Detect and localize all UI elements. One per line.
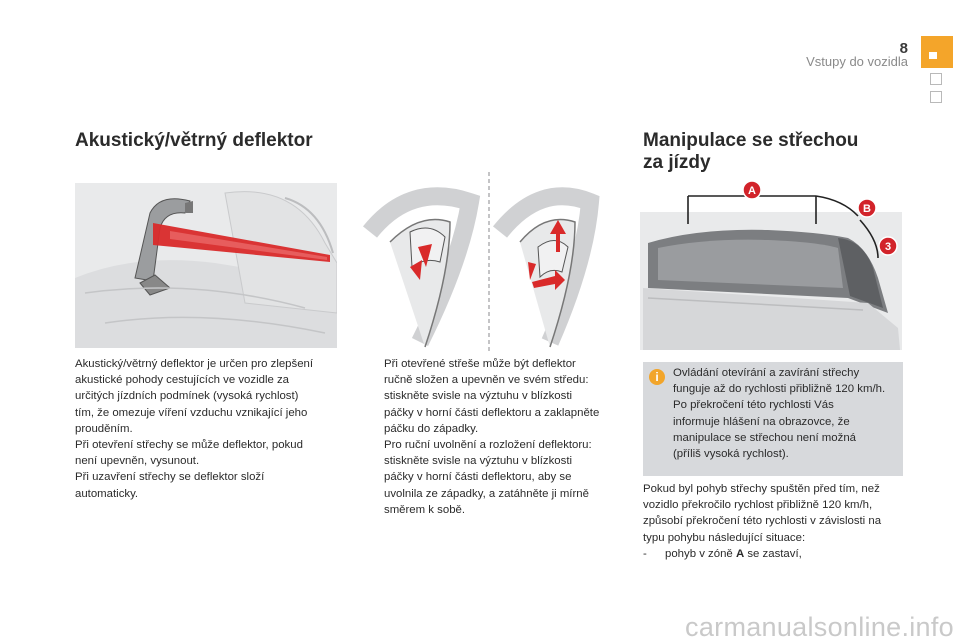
section-tab[interactable] [930,91,942,103]
text-line: způsobí překročení této rychlosti v závi… [643,515,882,528]
text-line: Při otevřené střeše může být deflektor [384,358,576,370]
text-line: vozidlo překročilo rychlost přibližně 12… [643,499,873,512]
list-text: se zastaví, [747,547,802,560]
title-line: Manipulace se střechou [643,130,859,151]
info-text: Ovládání otevírání a zavírání střechy fu… [673,365,901,462]
roof-illustration: A B 3 [638,178,906,350]
list-item: - pohyb v zóně A se zastaví, [643,546,911,562]
left-section-title: Akustický/větrný deflektor [75,130,313,151]
text-line: manipulace se střechou není možná [673,431,856,444]
watermark: carmanualsonline.info [0,612,960,643]
text-line: Pro ruční uvolnění a rozložení deflektor… [384,439,592,452]
bullet-item: Pro ruční uvolnění a rozložení deflektor… [360,437,620,518]
callout-3-label: 3 [885,241,891,253]
info-box: i Ovládání otevírání a zavírání střechy … [643,362,903,476]
info-icon: i [649,369,665,385]
callout-b-icon [857,198,877,218]
roof-drawing: A B 3 [640,180,902,350]
text-line: automaticky. [75,487,139,500]
callout-a-label: A [748,185,756,197]
section-tab[interactable] [930,73,942,85]
deflector-drawing [75,191,337,348]
text-line: páčky v horní části deflektoru, aby se [384,471,572,484]
text-line: typu pohybu následující situace: [643,531,806,544]
left-paragraph: Akustický/větrný deflektor je určen pro … [75,356,345,502]
list-text: pohyb v zóně [665,547,733,560]
right-paragraph: Pokud byl pohyb střechy spuštěn před tím… [643,481,911,562]
deflector-detail-illustration [350,172,608,352]
bullet-icon [360,437,384,518]
section-tab-active[interactable] [921,36,953,68]
dash-mark: - [643,547,647,560]
text-line: Pokud byl pohyb střechy spuštěn před tím… [643,483,880,495]
text-line: Akustický/větrný deflektor je určen pro … [75,358,314,370]
right-section-title: Manipulace se střechou za jízdy [643,130,858,174]
page-number: 8 [899,40,908,57]
deflector-detail-drawing [362,172,600,352]
callout-b-label: B [863,203,871,215]
text-line: Po překročení této rychlosti Vás [673,399,834,412]
section-title: Vstupy do vozidla [806,54,908,69]
text-line: páčky v horní části deflektoru a zaklapn… [384,406,600,419]
callout-a-icon [742,180,762,200]
bullet-icon [360,356,384,437]
text-line: Ovládání otevírání a zavírání střechy [673,367,860,379]
text-line: prouděním. [75,422,133,435]
watermark-text: carmanualsonline.info [685,612,954,642]
text-line: informuje hlášení na obrazovce, že [673,415,850,428]
text-line: určitých jízdních podmínek (vysoká rychl… [75,390,299,403]
bullet-item: Při otevřené střeše může být deflektor r… [360,356,620,437]
text-line: stiskněte svisle na výztuhu v blízkosti [384,455,573,468]
text-line: (příliš vysoká rychlost). [673,448,789,461]
text-line: není upevněn, vysunout. [75,455,200,468]
title-line: za jízdy [643,152,711,173]
text-line: uvolnila ze západky, a zatáhněte ji mírn… [384,487,589,500]
text-line: tím, že omezuje víření vzduchu vznikajíc… [75,406,308,419]
text-line: Při otevření střechy se může deflektor, … [75,439,303,452]
text-line: páčku do západky. [384,422,479,435]
text-line: ručně složen a upevněn ve svém středu: [384,374,589,387]
text-line: funguje až do rychlosti přibližně 120 km… [673,383,886,396]
text-line: akustické pohody cestujících ve vozidle … [75,374,290,387]
text-line: stiskněte svisle na výztuhu v blízkosti [384,390,573,403]
text-line: směrem k sobě. [384,503,466,516]
zone-label: A [735,547,745,560]
deflector-illustration [75,183,337,348]
middle-bullet-list: Při otevřené střeše může být deflektor r… [360,356,620,518]
callout-3-icon [878,236,898,256]
text-line: Při uzavření střechy se deflektor složí [75,471,265,484]
